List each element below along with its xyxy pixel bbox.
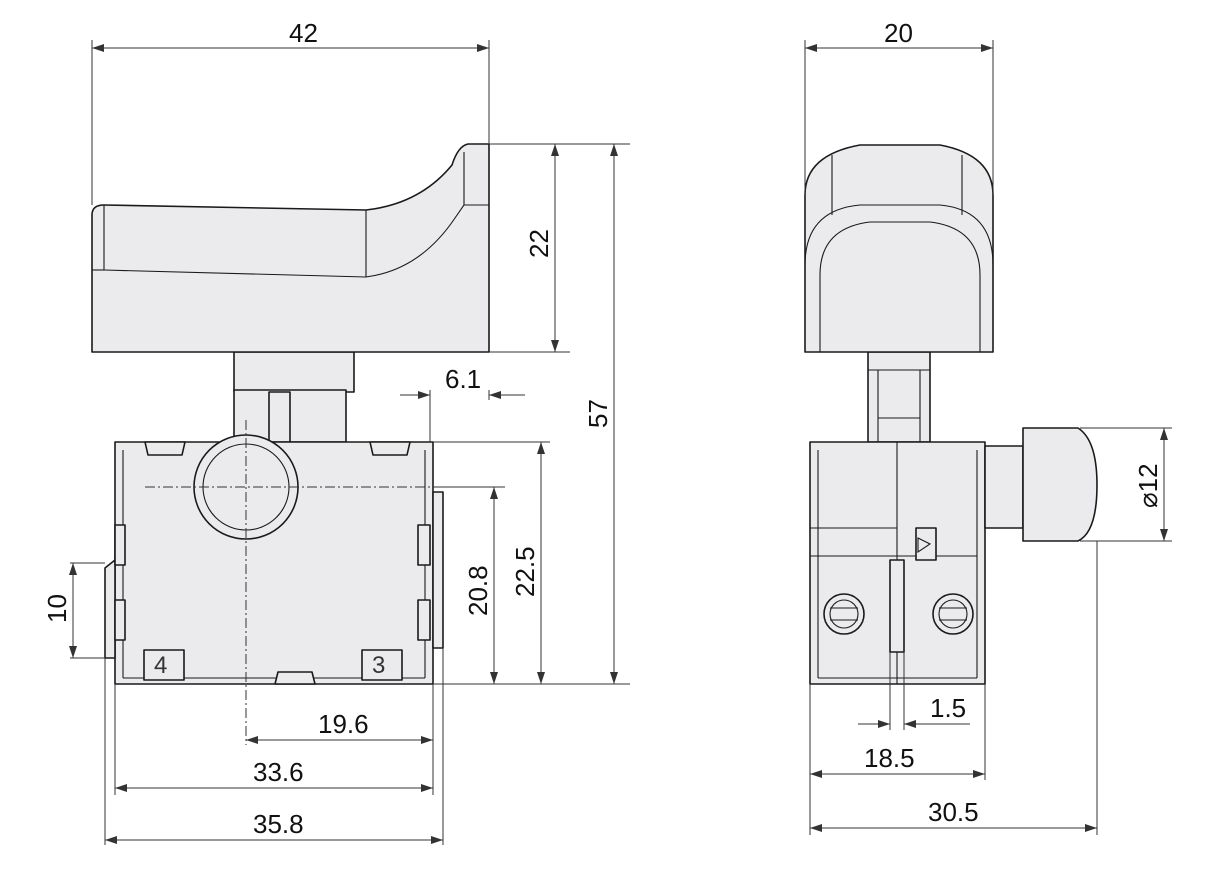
top-latch-right (369, 441, 411, 456)
dim-label-6-1: 6.1 (445, 364, 481, 394)
terminal-3-label: 3 (372, 652, 385, 679)
left-lower-latch (114, 599, 126, 641)
dim-label-35-8: 35.8 (253, 809, 304, 839)
side-view: 4 3 42 22 57 6.1 22.5 20.8 10 19.6 33.6 … (42, 18, 630, 845)
dim-label-20-8: 20.8 (463, 565, 493, 616)
triangle-marker (915, 527, 937, 561)
dim-label-10: 10 (42, 594, 72, 623)
bottom-latch (274, 671, 316, 685)
left-latch (114, 524, 126, 566)
front-cap-inner (804, 204, 994, 266)
dim-label-30-5: 30.5 (928, 797, 979, 827)
terminal-4-label: 4 (154, 652, 167, 679)
front-view: 20 ⌀12 1.5 18.5 30.5 (804, 18, 1172, 835)
triangle-marker-inner (917, 537, 932, 554)
top-latch-left (144, 441, 186, 456)
right-lower-latch (417, 599, 431, 641)
dim-label-1-5: 1.5 (930, 693, 966, 723)
left-tab (104, 559, 116, 659)
dim-label-42: 42 (289, 18, 318, 48)
front-cap-inner-2 (819, 221, 981, 352)
front-cap-sides (831, 155, 963, 215)
dim-label-18-5: 18.5 (864, 743, 915, 773)
screw-right-slot (939, 607, 967, 621)
knob (1022, 427, 1098, 542)
extension-lines (70, 40, 630, 845)
screw-left-inner (829, 599, 859, 629)
dim-label-12: ⌀12 (1133, 463, 1163, 508)
dim-label-22-5: 22.5 (510, 546, 540, 597)
front-cap (804, 144, 994, 353)
knob-stem (984, 445, 1024, 529)
dim-label-19-6: 19.6 (318, 709, 369, 739)
dim-label-33-6: 33.6 (253, 757, 304, 787)
slot (889, 559, 905, 653)
right-tab (432, 491, 444, 649)
trigger-contour (103, 152, 465, 278)
dim-label-57: 57 (583, 399, 613, 428)
stem-slot (268, 391, 291, 443)
right-latch (417, 524, 431, 566)
screw-right-inner (938, 599, 968, 629)
terminal-4-box (143, 649, 185, 681)
dim-label-20: 20 (884, 18, 913, 48)
front-extension-lines (804, 40, 1172, 835)
front-stem-lines (868, 369, 930, 442)
terminal-3-box (361, 649, 403, 681)
front-stem (867, 351, 931, 443)
trigger (91, 143, 490, 353)
dim-label-22: 22 (524, 229, 554, 258)
trigger-stem (233, 351, 355, 393)
screw-left-slot (830, 607, 858, 621)
